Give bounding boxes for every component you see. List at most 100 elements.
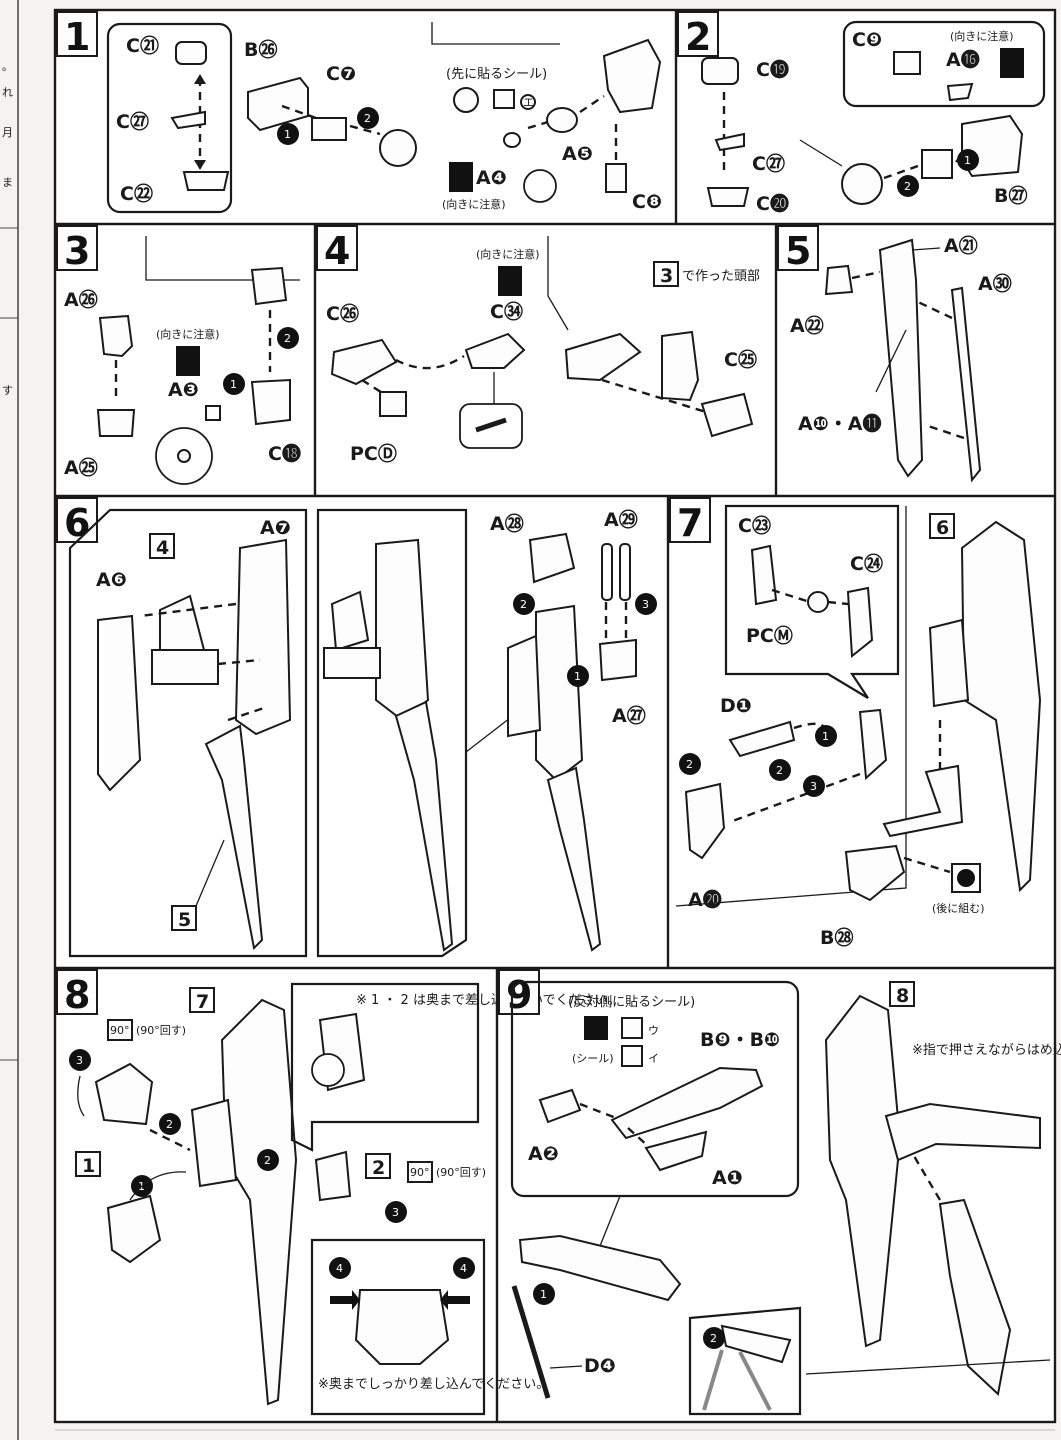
order-marker-1-text: 1: [284, 128, 291, 141]
label-a25: A㉕: [64, 456, 98, 479]
label-a16: A⓰: [946, 49, 980, 71]
s3-order-1-text: 1: [230, 378, 237, 391]
part-a4-shape: [503, 132, 521, 148]
label-a28: A㉘: [490, 512, 524, 535]
part-head-4-shape: [661, 330, 700, 402]
s7-order-2b-text: 2: [776, 764, 783, 777]
ref-step-3: 3: [660, 265, 673, 287]
step-7-subassembly-box: [724, 504, 900, 699]
label-a20: A⓴: [688, 889, 722, 911]
s8-order-3b: [385, 1201, 407, 1223]
s7-order-1-text: 1: [822, 730, 829, 743]
label-a4: A❹: [476, 167, 507, 189]
sticker-icon: [453, 87, 479, 113]
part-d4-shape: [511, 1285, 551, 1399]
margin-char-4: ま: [2, 176, 13, 189]
part-pcd-shape: [379, 391, 407, 417]
label-a21: A㉑: [944, 234, 978, 257]
sticker-icon-9: [584, 1016, 608, 1040]
label-c34: C㉞: [490, 300, 523, 323]
label-c7: C❼: [326, 63, 356, 85]
part-b28-shape: [844, 844, 906, 902]
part-a16-shape: [946, 82, 974, 102]
label-c20: C⓴: [756, 193, 789, 215]
label-c25: C㉕: [724, 348, 757, 371]
part-a29-left-shape: [601, 543, 613, 601]
s7-order-1: [815, 725, 837, 747]
ref-step-3-box: [653, 261, 679, 287]
part-c22-shape: [182, 171, 230, 191]
ref-step-7-box: [189, 987, 215, 1013]
margin-char-1: 。: [2, 60, 13, 73]
s8-order-4a: [329, 1257, 351, 1279]
step-2-panel: 2 C⓳ C㉗ C⓴ C❾ (向きに注意) A⓰ B㉗ 2 1: [677, 11, 1046, 215]
label-d1: D❶: [720, 695, 752, 717]
part-a30-shape: [950, 286, 982, 483]
label-d4: D❹: [584, 1355, 616, 1377]
sticker-mark-circle: [520, 94, 536, 110]
part-a25-shape: [96, 409, 136, 437]
part-c23-shape: [750, 544, 778, 606]
part-neck-6-shape: [151, 649, 219, 685]
label-c22: C㉒: [120, 182, 153, 205]
part-shoulder-8b-shape: [314, 1150, 352, 1202]
detail-circle: [523, 169, 557, 203]
label-c18: C⓲: [268, 443, 301, 465]
s7-order-2a-text: 2: [686, 758, 693, 771]
step-4-number: 4: [324, 229, 350, 273]
label-a26: A㉖: [64, 288, 98, 311]
label-c23: C㉓: [738, 514, 771, 537]
ref-step-5: 5: [178, 909, 191, 931]
label-a30: A㉚: [978, 272, 1012, 295]
step-9-number: 9: [506, 973, 532, 1017]
ref-step-6-box: [929, 513, 955, 539]
part-c9b-shape: [921, 149, 953, 179]
s8-order-3a: [69, 1049, 91, 1071]
label-c26: C㉖: [326, 302, 359, 325]
ref-step-4-box: [149, 533, 175, 559]
label-c27: C㉗: [116, 110, 149, 133]
step-3-panel: 3 A㉖ A㉕ (向きに注意) A❸ C⓲ 1 2: [56, 225, 301, 485]
rotate-badge-2: [407, 1161, 433, 1183]
step-1-sticker-note: (先に貼るシール): [446, 67, 547, 82]
step-7-later-note: (後に組む): [932, 901, 985, 915]
part-c24-shape: [846, 586, 874, 658]
s7-order-3: [803, 775, 825, 797]
label-c24: C㉔: [850, 552, 883, 575]
order-marker-2: [357, 107, 379, 129]
step-9-detail-box: [688, 1306, 802, 1416]
margin-char-2: れ: [2, 86, 13, 99]
s9-order-1: [533, 1283, 555, 1305]
s7-order-2b: [769, 759, 791, 781]
step-2-number-box: [677, 11, 719, 57]
s6-order-3-text: 3: [642, 598, 649, 611]
step-8-lower-box: [310, 1238, 486, 1416]
ref-head-text: で作った頭部: [682, 269, 760, 284]
label-c9: C❾: [852, 29, 882, 51]
label-a10-a11: A❿・A⓫: [798, 412, 882, 435]
caution-icon-2: [1000, 48, 1024, 78]
part-a6-shape: [97, 614, 142, 792]
part-a3-shape: [205, 405, 221, 421]
label-a2: A❷: [528, 1143, 559, 1165]
label-pcd: PCⒹ: [350, 442, 397, 465]
step-1-panel: 1 C㉑ C㉗ C㉒ B㉖ C❼ 1 2 (先に貼るシール) エ A❺ A❹: [56, 11, 662, 214]
s8-order-2a-text: 2: [166, 1118, 173, 1131]
label-a7: A❼: [260, 517, 291, 539]
s2-order-1: [957, 149, 979, 171]
part-a26-shape: [98, 314, 134, 358]
step-9-sticker-note: (反対側に貼るシール): [568, 995, 695, 1010]
part-c34-shape: [464, 332, 526, 369]
caution-icon-4: [498, 266, 522, 296]
order-marker-2-text: 2: [364, 112, 371, 125]
s8-order-3a-text: 3: [76, 1054, 83, 1067]
s8-order-2b-text: 2: [264, 1154, 271, 1167]
sticker-mark-u: ウ: [648, 1024, 659, 1037]
part-c18-shape: [250, 378, 291, 426]
step-5-number: 5: [785, 229, 811, 273]
part-leg-6b-shape: [394, 700, 454, 952]
label-c21: C㉑: [126, 34, 159, 57]
part-c7-shape: [311, 117, 347, 141]
step-4-number-box: [316, 225, 358, 271]
